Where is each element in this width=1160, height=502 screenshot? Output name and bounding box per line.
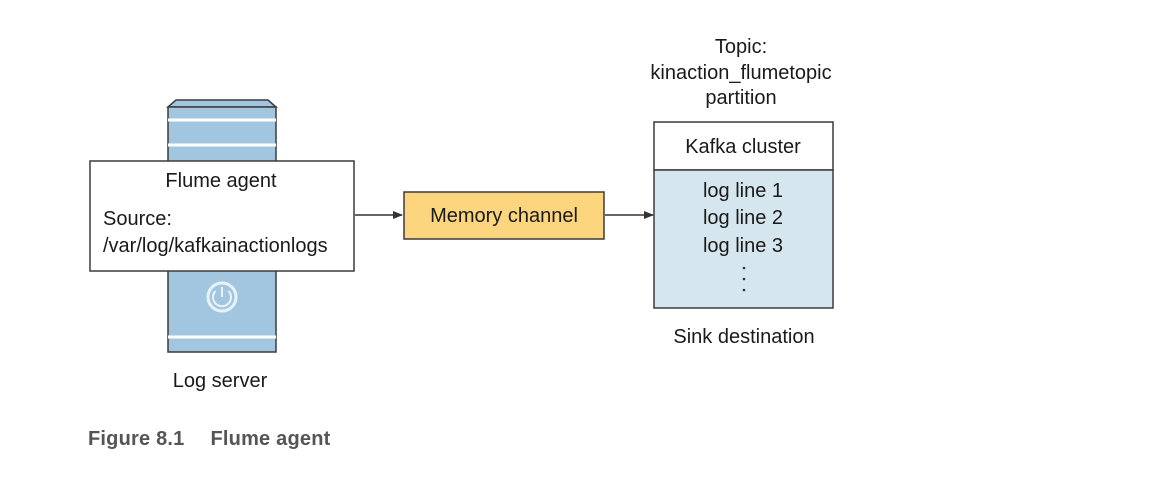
server-top-cap — [166, 99, 278, 108]
log-line: log line 1 — [703, 180, 783, 202]
log-line: log line 3 — [703, 235, 783, 257]
kafka-cluster-header: Kafka cluster — [685, 136, 801, 158]
figure-caption: Figure 8.1 Flume agent — [88, 428, 330, 451]
log-server-label: Log server — [173, 370, 268, 392]
source-label: Source: — [103, 208, 172, 230]
power-icon — [206, 281, 238, 313]
source-path: /var/log/kafkainactionlogs — [103, 235, 328, 257]
log-line: log line 2 — [703, 207, 783, 229]
memory-channel-label: Memory channel — [430, 205, 578, 227]
flume-agent-title: Flume agent — [165, 170, 277, 192]
ellipsis-vertical — [742, 266, 746, 292]
topic-line-3: partition — [705, 87, 776, 109]
sink-destination-label: Sink destination — [673, 326, 814, 348]
topic-line-1: Topic: — [715, 36, 767, 58]
figure-number: Figure 8.1 — [88, 428, 185, 450]
kafka-cluster-box: Kafka cluster log line 1 log line 2 log … — [653, 121, 834, 309]
memory-channel-box: Memory channel — [403, 191, 605, 240]
topic-line-2: kinaction_flumetopic — [650, 62, 831, 84]
flume-agent-box: Flume agent Source: /var/log/kafkainacti… — [89, 160, 355, 272]
figure-title: Flume agent — [210, 428, 331, 450]
